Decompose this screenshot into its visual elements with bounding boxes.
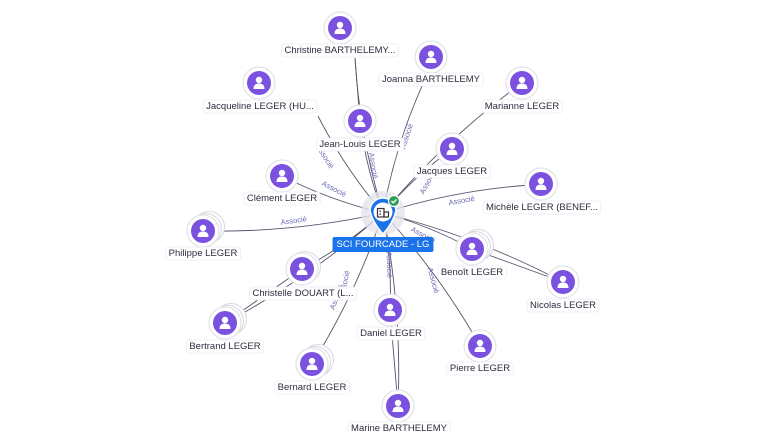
person-node-bertrand[interactable]: Bertrand LEGER xyxy=(185,303,265,354)
person-label-marianne: Marianne LEGER xyxy=(485,101,560,112)
person-node-marine[interactable]: Marine BARTHELEMY xyxy=(347,389,452,432)
person-label-benoit: Benoît LEGER xyxy=(441,267,503,278)
person-node-pierre[interactable]: Pierre LEGER xyxy=(446,329,514,376)
person-label-joanna: Joanna BARTHELEMY xyxy=(382,74,481,85)
person-icon xyxy=(535,177,547,190)
label-background xyxy=(315,137,405,152)
person-icon xyxy=(276,169,288,182)
person-node-jacques[interactable]: Jacques LEGER xyxy=(413,132,491,179)
label-background xyxy=(526,298,600,313)
person-icon xyxy=(296,262,308,275)
company-icon-bg xyxy=(373,202,393,222)
label-background xyxy=(185,339,265,354)
person-label-marine: Marine BARTHELEMY xyxy=(351,423,448,432)
company-node[interactable]: SCI FOURCADE - LG xyxy=(332,191,434,252)
person-node-bernard[interactable]: Bernard LEGER xyxy=(274,344,350,395)
company-label: SCI FOURCADE - LG xyxy=(337,239,430,250)
person-label-nicolas: Nicolas LEGER xyxy=(530,300,596,311)
label-background xyxy=(446,361,514,376)
label-background xyxy=(378,72,485,87)
person-label-bernard: Bernard LEGER xyxy=(278,382,347,393)
person-icon xyxy=(392,399,404,412)
person-icon xyxy=(384,303,396,316)
check-icon xyxy=(387,194,401,208)
nodes-layer: Christine BARTHELEMY... Joanna BARTHELEMY… xyxy=(165,11,602,432)
edge-label-jeanlouis: Associé xyxy=(367,152,380,179)
person-icon xyxy=(306,357,318,370)
person-node-daniel[interactable]: Daniel LEGER xyxy=(356,293,426,341)
person-label-pierre: Pierre LEGER xyxy=(450,363,510,374)
person-label-jeanlouis: Jean-Louis LEGER xyxy=(319,139,400,150)
person-label-michele: Michèle LEGER (BENEF... xyxy=(486,202,598,213)
label-background xyxy=(356,326,426,341)
person-node-jacqueline[interactable]: Jacqueline LEGER (HU... xyxy=(202,66,318,114)
person-label-christine: Christine BARTHELEMY... xyxy=(284,45,395,56)
person-node-benoit[interactable]: Benoît LEGER xyxy=(437,229,507,280)
person-icon xyxy=(425,50,437,63)
person-node-nicolas[interactable]: Nicolas LEGER xyxy=(526,265,600,313)
person-icon xyxy=(334,21,346,34)
person-node-christine[interactable]: Christine BARTHELEMY... xyxy=(281,11,399,58)
person-icon xyxy=(466,242,478,255)
label-background xyxy=(165,246,241,261)
person-node-marianne[interactable]: Marianne LEGER xyxy=(481,66,563,114)
label-background xyxy=(249,286,357,301)
person-label-daniel: Daniel LEGER xyxy=(360,328,422,339)
person-icon xyxy=(219,316,231,329)
person-icon xyxy=(354,114,366,127)
edge-label-michele: Associé xyxy=(448,194,475,207)
building-icon xyxy=(376,207,390,218)
person-icon xyxy=(253,76,265,89)
person-icon xyxy=(557,275,569,288)
label-background xyxy=(481,99,563,114)
label-background xyxy=(274,380,350,395)
person-label-bertrand: Bertrand LEGER xyxy=(189,341,260,352)
label-background xyxy=(281,43,399,58)
person-label-jacques: Jacques LEGER xyxy=(417,166,487,177)
person-node-jeanlouis[interactable]: Jean-Louis LEGER xyxy=(315,104,405,152)
person-icon xyxy=(474,339,486,352)
edge-label-daniel: Associé xyxy=(385,252,395,279)
person-node-christelle[interactable]: Christelle DOUART (L... xyxy=(249,251,357,301)
person-icon xyxy=(516,76,528,89)
label-background xyxy=(482,200,602,215)
person-icon xyxy=(197,224,209,237)
edge-label-clement: Associé xyxy=(320,179,347,199)
label-background xyxy=(243,191,321,206)
label-background xyxy=(437,265,507,280)
person-icon xyxy=(446,142,458,155)
person-label-philippe: Philippe LEGER xyxy=(169,248,238,259)
label-background xyxy=(413,164,491,179)
label-background xyxy=(347,421,452,432)
person-node-philippe[interactable]: Philippe LEGER xyxy=(165,211,241,261)
company-label-background xyxy=(332,237,434,252)
person-label-jacqueline: Jacqueline LEGER (HU... xyxy=(206,101,314,112)
person-node-joanna[interactable]: Joanna BARTHELEMY xyxy=(378,40,485,87)
label-background xyxy=(202,99,318,114)
edge-label-philippe: Associé xyxy=(280,214,307,227)
person-label-clement: Clément LEGER xyxy=(247,193,317,204)
person-label-christelle: Christelle DOUART (L... xyxy=(252,288,353,299)
person-node-michele[interactable]: Michèle LEGER (BENEF... xyxy=(482,167,602,215)
person-node-clement[interactable]: Clément LEGER xyxy=(243,159,321,206)
